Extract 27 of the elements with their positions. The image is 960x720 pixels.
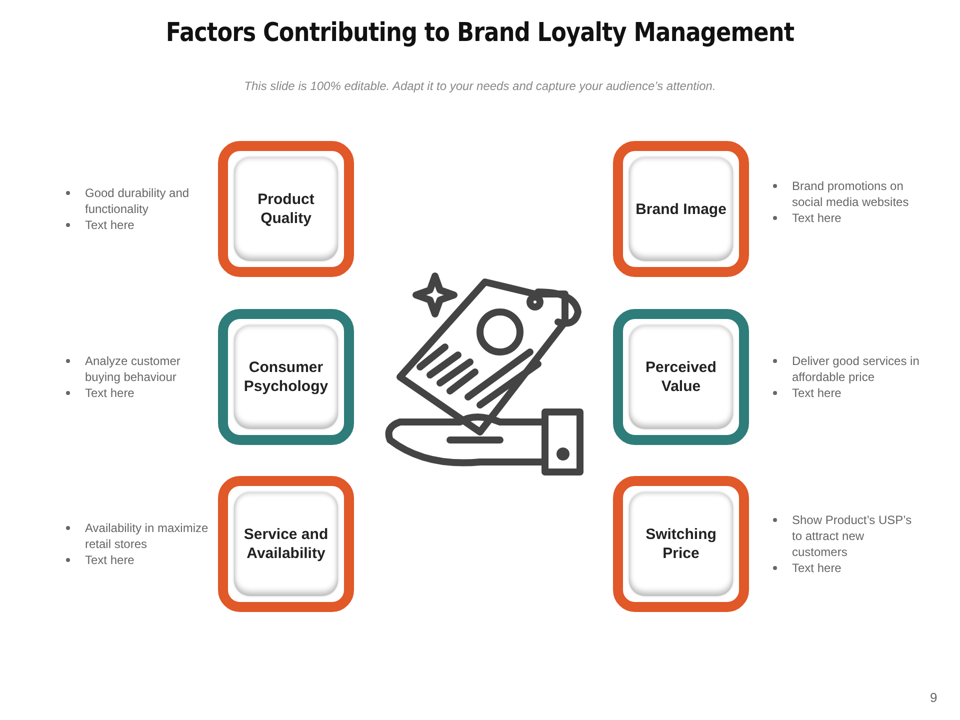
factor-card — [218, 476, 354, 612]
factor-card — [613, 141, 749, 277]
factor-card — [613, 476, 749, 612]
bullet-text: Brand promotions on social media websites — [792, 178, 910, 210]
bullet-text: Text here — [792, 385, 842, 401]
bullet-text: Availability in maximize retail stores — [85, 520, 210, 552]
bullet-text: Text here — [792, 210, 842, 226]
bullet-text: Text here — [85, 217, 136, 233]
bullet-text: Text here — [85, 385, 136, 401]
factor-card — [218, 141, 354, 277]
bullet-text: Analyze customer buying behaviour — [85, 353, 182, 385]
bullet-text: Show Product’s USP’s to attract new customers — [792, 512, 913, 560]
card-title: Consumer Psychology — [242, 358, 330, 396]
title: Factors Contributing to Brand Loyalty Management — [164, 18, 796, 48]
page-number: 9 — [930, 690, 938, 705]
card-title: Brand Image — [634, 200, 728, 218]
bullet-text: Text here — [792, 560, 842, 576]
bullet-text: Deliver good services in affordable price — [792, 353, 920, 385]
card-title: Switching Price — [644, 525, 718, 563]
factor-card — [613, 309, 749, 445]
bullet-text: Good durability and functionality — [85, 185, 190, 217]
factor-card — [218, 309, 354, 445]
card-title: Service and Availability — [242, 525, 330, 563]
bullet-text: Text here — [85, 552, 136, 568]
card-title: Perceived Value — [644, 358, 718, 396]
subtitle: This slide is 100% editable. Adapt it to your needs and capture your audience’s attention. — [243, 79, 717, 93]
card-title: Product Quality — [256, 190, 316, 228]
